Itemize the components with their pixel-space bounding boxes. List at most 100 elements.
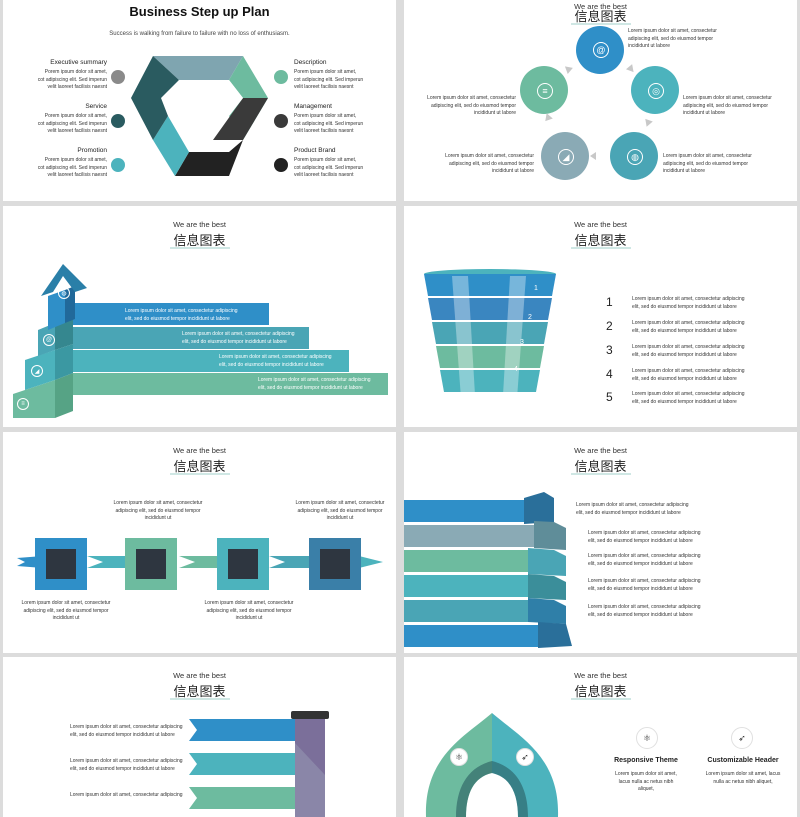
slide-heading: 信息图表 xyxy=(574,685,627,700)
banner-1 xyxy=(189,719,295,741)
funnel-diagram xyxy=(424,269,556,412)
item-management-dot xyxy=(274,114,288,128)
feature-title-customizable: Customizable Header xyxy=(707,757,779,764)
list-text-1: Lorem ipsum dolor sit amet, consectetur … xyxy=(632,296,745,310)
process-square-1-inner xyxy=(46,549,76,579)
list-text-3: Lorem ipsum dolor sit amet, consectetur … xyxy=(632,344,745,358)
funnel-number-3: 3 xyxy=(520,339,524,346)
scroll-post-cap xyxy=(291,711,329,719)
slide-tag: We are the best xyxy=(173,446,226,455)
banner-text-2: Lorem ipsum dolor sit amet, consectetur … xyxy=(70,758,183,772)
fold-text-1: Lorem ipsum dolor sit amet, consectetur … xyxy=(576,502,689,516)
fingerprint-icon: ◎ xyxy=(648,83,664,99)
list-number-1: 1 xyxy=(606,295,613,309)
cycle-arrow-2 xyxy=(645,118,653,127)
fold-bar-3 xyxy=(404,550,528,572)
item-description-text: Porem ipsum dolor sit amet, cot adipisci… xyxy=(294,69,364,91)
slide-cycle: We are the best 信息图表 @ ◎ ◍ ◢ ≡ Lorem ips… xyxy=(404,0,797,201)
process-text-bottom-2: Lorem ipsum dolor sit amet, consectetur … xyxy=(204,600,294,622)
slide-folded-bars: We are the best 信息图表 Lorem ipsum dolor s… xyxy=(404,432,797,653)
heading-underline xyxy=(170,698,230,700)
heading-underline xyxy=(571,247,631,249)
cycle-arrow-1 xyxy=(626,64,634,73)
heading-underline xyxy=(571,473,631,475)
fold-text-5: Lorem ipsum dolor sit amet, consectetur … xyxy=(588,604,701,618)
item-management-text: Porem ipsum dolor sit amet, cot adipisci… xyxy=(294,113,364,135)
folded-bars-diagram xyxy=(404,492,572,648)
slide-tag: We are the best xyxy=(173,220,226,229)
item-service-dot xyxy=(111,114,125,128)
list-text-4: Lorem ipsum dolor sit amet, consectetur … xyxy=(632,368,745,382)
slide-heading: 信息图表 xyxy=(574,10,627,25)
list-number-4: 4 xyxy=(606,367,613,381)
database-icon: ≡ xyxy=(17,398,29,410)
stair-text-3: Lorem ipsum dolor sit amet, consectetur … xyxy=(219,354,332,368)
heading-underline xyxy=(170,473,230,475)
stair-bar-3 xyxy=(73,350,349,372)
fold-bar-4 xyxy=(404,575,528,597)
atom-icon: ⚛ xyxy=(450,748,468,766)
stair-bar-1 xyxy=(73,303,269,325)
cycle-text-1: Lorem ipsum dolor sit amet, consectetur … xyxy=(628,28,717,50)
item-service-text: Porem ipsum dolor sit amet, cot adipisci… xyxy=(37,113,107,135)
hexagon-ribbon-diagram xyxy=(131,56,268,176)
fold-bar-6 xyxy=(404,625,538,647)
at-sign-icon: @ xyxy=(593,42,609,58)
cycle-arrow-5 xyxy=(564,66,573,74)
banner-text-1: Lorem ipsum dolor sit amet, consectetur … xyxy=(70,724,183,738)
fold-tab-2 xyxy=(534,521,566,550)
feature-title-responsive: Responsive Theme xyxy=(614,757,678,764)
ribbon-segment-left xyxy=(131,56,179,140)
slide-stairs: We are the best 信息图表 ◍ @ ◢ ≡ Lorem ipsum… xyxy=(3,206,396,427)
stair-text-2: Lorem ipsum dolor sit amet, consectetur … xyxy=(182,331,295,345)
stair-bar-4 xyxy=(73,373,388,395)
slide-scroll-banners: We are the best 信息图表 Lorem ipsum dolor s… xyxy=(3,657,396,817)
funnel-layer-3 xyxy=(432,322,548,344)
slide-tag: We are the best xyxy=(574,220,627,229)
process-arrow-5 xyxy=(359,556,383,568)
cycle-text-3: Lorem ipsum dolor sit amet, consectetur … xyxy=(663,153,752,175)
funnel-layer-1 xyxy=(424,274,556,296)
funnel-gap-left xyxy=(452,276,476,412)
funnel-number-4: 4 xyxy=(514,366,518,373)
fold-text-2: Lorem ipsum dolor sit amet, consectetur … xyxy=(588,530,701,544)
heading-underline xyxy=(571,698,631,700)
fold-tab-6 xyxy=(538,622,572,648)
stair-arrow-head xyxy=(41,264,87,296)
item-management-label: Management xyxy=(294,103,332,110)
feature-text-responsive: Lorem ipsum dolor sit amet, lacus nulla … xyxy=(615,771,677,793)
rss-icon: ◢ xyxy=(558,149,574,165)
list-number-3: 3 xyxy=(606,343,613,357)
fold-tab-3 xyxy=(528,548,566,576)
slide-process-squares: We are the best 信息图表 Lorem ipsum dolor s… xyxy=(3,432,396,653)
slide-heading: 信息图表 xyxy=(173,685,226,700)
stair-arrow-shaft xyxy=(48,290,65,330)
slide-tag: We are the best xyxy=(574,2,627,11)
cycle-text-5: Lorem ipsum dolor sit amet, consectetur … xyxy=(427,95,516,117)
scroll-post-shade xyxy=(295,715,325,775)
ribbon-segment-right xyxy=(213,98,268,140)
fold-bar-5 xyxy=(404,600,528,622)
process-diagram xyxy=(17,538,383,590)
item-promotion-text: Porem ipsum dolor sit amet, cot adipisci… xyxy=(37,157,107,179)
at-sign-icon: @ xyxy=(43,334,55,346)
slide-features: We are the best 信息图表 ⚛ ➶ ⚛ Responsive Th… xyxy=(404,657,797,817)
item-executive-summary-label: Executive summary xyxy=(50,59,107,66)
slide-subtitle: Success is walking from failure to failu… xyxy=(109,31,290,37)
heading-underline xyxy=(170,247,230,249)
process-text-top-1: Lorem ipsum dolor sit amet, consectetur … xyxy=(113,500,203,522)
stairs-diagram xyxy=(13,264,388,418)
cycle-arrow-3 xyxy=(590,152,596,160)
slide-tag: We are the best xyxy=(574,446,627,455)
funnel-number-2: 2 xyxy=(528,314,532,321)
cycle-arrow-4 xyxy=(545,113,553,122)
fold-text-4: Lorem ipsum dolor sit amet, consectetur … xyxy=(588,578,701,592)
item-service-label: Service xyxy=(85,103,107,110)
rocket-icon: ➶ xyxy=(516,748,534,766)
stair-text-4: Lorem ipsum dolor sit amet, consectetur … xyxy=(258,377,371,391)
item-product-brand-dot xyxy=(274,158,288,172)
item-description-label: Description xyxy=(294,59,327,66)
banner-text-3: Lorem ipsum dolor sit amet, consectetur … xyxy=(70,792,183,798)
feature-text-customizable: Lorem ipsum dolor sit amet, lacus nulla … xyxy=(705,771,781,785)
funnel-cut xyxy=(470,392,508,412)
